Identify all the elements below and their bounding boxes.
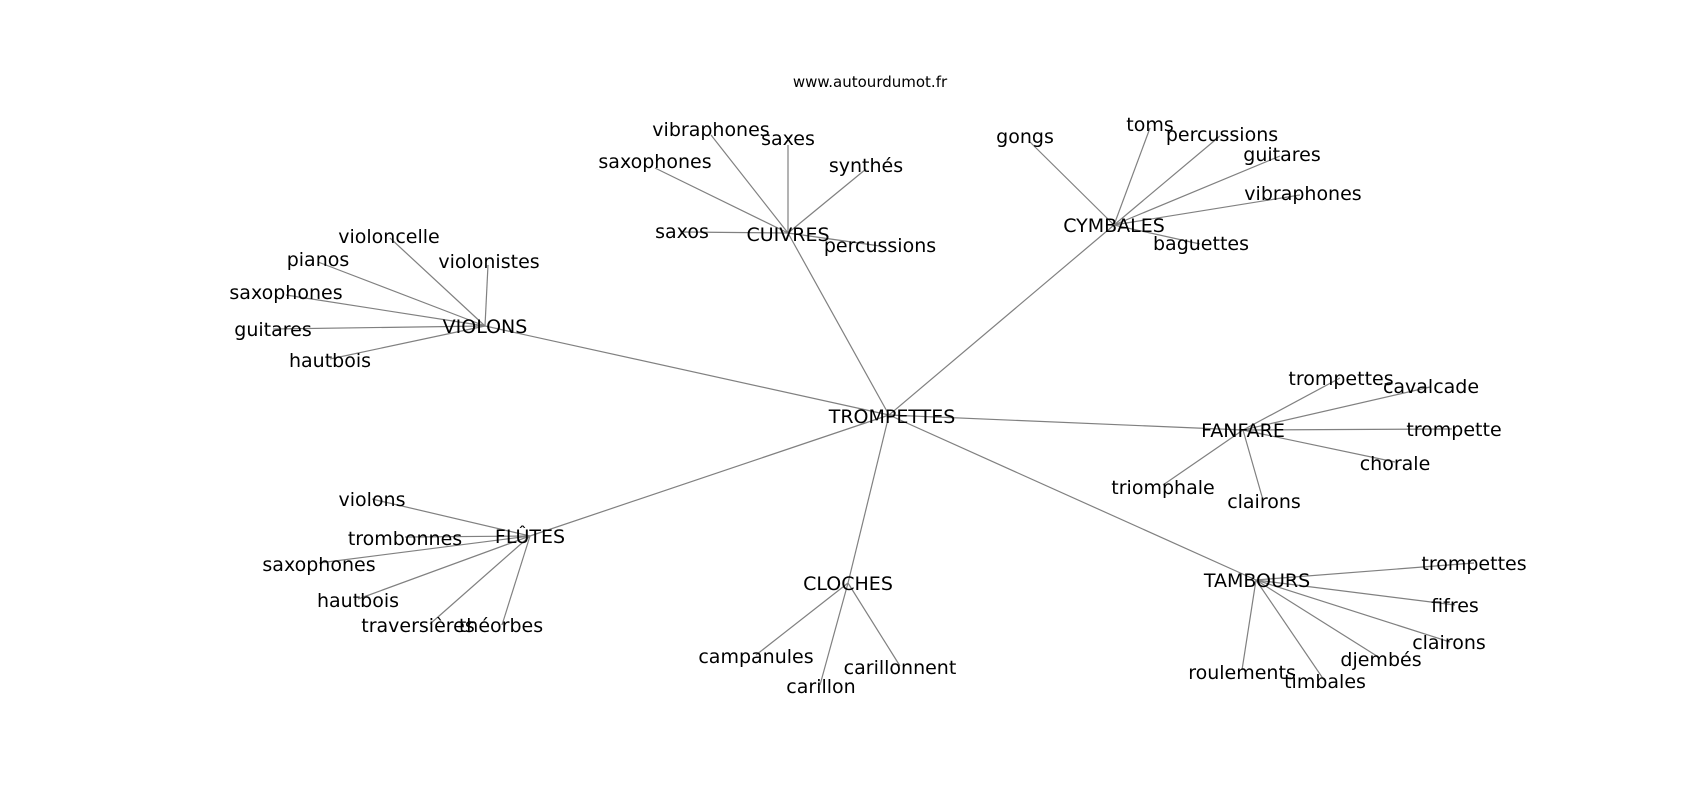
edge-cymbales-guitares <box>1113 155 1281 226</box>
site-credit: www.autourdumot.fr <box>793 73 948 91</box>
edge-violons-saxophones <box>285 294 486 327</box>
edge-fanfare-trompettes <box>1242 377 1341 431</box>
edge-cymbales-toms <box>1113 127 1151 226</box>
edge-cymbales-baguettes <box>1113 224 1201 245</box>
edge-fanfare-clairons <box>1242 429 1264 501</box>
node-hub-violons[interactable]: VIOLONS <box>443 316 528 338</box>
node-leaf-violons-saxophones[interactable]: saxophones <box>229 282 342 304</box>
edge-fanfare-trompette <box>1242 428 1453 431</box>
edge-center-flutes <box>529 414 890 537</box>
edge-center-cloches <box>847 414 890 584</box>
edge-violons-guitares <box>272 325 486 330</box>
node-leaf-violons-violonistes[interactable]: violonistes <box>438 251 539 273</box>
node-leaf-cymbales-gongs[interactable]: gongs <box>996 126 1054 148</box>
edge-cuivres-synthes <box>787 168 867 234</box>
edge-tambours-fifres <box>1255 579 1456 606</box>
edges-layer <box>272 127 1475 686</box>
edge-violons-violonistes <box>484 264 489 327</box>
node-hub-cuivres[interactable]: CUIVRES <box>746 224 829 246</box>
node-leaf-cloches-campanules[interactable]: campanules <box>698 646 813 668</box>
node-leaf-cuivres-synthes[interactable]: synthés <box>829 155 903 177</box>
edge-cymbales-gongs <box>1029 141 1115 226</box>
node-leaf-cymbales-baguettes[interactable]: baguettes <box>1153 233 1249 255</box>
node-leaf-cuivres-saxophones[interactable]: saxophones <box>598 151 711 173</box>
node-leaf-violons-hautbois[interactable]: hautbois <box>289 350 371 372</box>
node-hub-fanfare[interactable]: FANFARE <box>1201 420 1285 442</box>
node-hub-cymbales[interactable]: CYMBALES <box>1063 215 1165 237</box>
node-leaf-tambours-clairons[interactable]: clairons <box>1412 632 1486 654</box>
node-leaf-cymbales-guitares[interactable]: guitares <box>1243 144 1320 166</box>
node-leaf-tambours-roulements[interactable]: roulements <box>1188 662 1296 684</box>
edge-tambours-trompettes <box>1255 562 1475 581</box>
edge-flutes-theorbes <box>501 535 531 626</box>
node-leaf-flutes-violons[interactable]: violons <box>339 489 406 511</box>
node-leaf-tambours-trompettes[interactable]: trompettes <box>1421 553 1526 575</box>
edge-fanfare-chorale <box>1242 429 1396 463</box>
edge-cloches-campanules <box>755 582 849 656</box>
node-leaf-fanfare-clairons[interactable]: clairons <box>1227 491 1301 513</box>
node-leaf-tambours-fifres[interactable]: fifres <box>1431 595 1479 617</box>
edge-cloches-carillonnent <box>847 582 901 667</box>
edge-violons-hautbois <box>329 325 486 360</box>
node-leaf-cuivres-saxos[interactable]: saxos <box>655 221 709 243</box>
edge-fanfare-cavalcade <box>1242 386 1431 431</box>
node-center-trompettes[interactable]: TROMPETTES <box>828 406 956 428</box>
node-hub-cloches[interactable]: CLOCHES <box>803 573 893 595</box>
node-leaf-cuivres-vibraphones[interactable]: vibraphones <box>652 119 769 141</box>
edge-flutes-hautbois <box>357 535 531 600</box>
edge-flutes-trombonnes <box>404 535 531 538</box>
edge-tambours-timbales <box>1255 579 1325 681</box>
edge-violons-violoncelle <box>389 237 486 327</box>
edge-cloches-carillon <box>819 582 849 686</box>
node-leaf-cymbales-vibraphones[interactable]: vibraphones <box>1244 183 1361 205</box>
edge-tambours-clairons <box>1255 579 1451 643</box>
edge-tambours-roulements <box>1241 579 1257 671</box>
edge-cuivres-saxos <box>679 231 789 234</box>
node-leaf-fanfare-triomphale[interactable]: triomphale <box>1111 477 1214 499</box>
edge-cymbales-vibraphones <box>1113 194 1301 226</box>
node-hub-flutes[interactable]: FLÛTES <box>495 524 565 548</box>
node-leaf-fanfare-cavalcade[interactable]: cavalcade <box>1383 376 1479 398</box>
node-leaf-tambours-timbales[interactable]: timbales <box>1284 671 1366 693</box>
node-leaf-violons-violoncelle[interactable]: violoncelle <box>338 226 439 248</box>
node-leaf-fanfare-trompettes[interactable]: trompettes <box>1288 368 1393 390</box>
edge-violons-pianos <box>317 261 486 327</box>
edge-center-cuivres <box>787 232 890 416</box>
node-leaf-flutes-theorbes[interactable]: théorbes <box>459 615 543 637</box>
edge-cuivres-vibraphones <box>710 134 789 234</box>
node-leaf-flutes-saxophones[interactable]: saxophones <box>262 554 375 576</box>
labels-layer: TROMPETTESCUIVRESvibraphonessaxessynthés… <box>229 114 1526 698</box>
node-hub-tambours[interactable]: TAMBOURS <box>1203 570 1310 592</box>
node-leaf-flutes-traversieres[interactable]: traversières <box>361 615 475 637</box>
node-leaf-cymbales-toms[interactable]: toms <box>1126 114 1173 136</box>
edge-center-violons <box>484 325 890 416</box>
edge-fanfare-triomphale <box>1162 429 1244 486</box>
edge-cuivres-saxophones <box>654 167 789 234</box>
node-leaf-tambours-djembes[interactable]: djembés <box>1340 649 1421 671</box>
edge-cymbales-percussions <box>1113 135 1221 226</box>
edge-tambours-djembes <box>1255 579 1381 659</box>
node-leaf-violons-pianos[interactable]: pianos <box>287 249 350 271</box>
node-leaf-flutes-trombonnes[interactable]: trombonnes <box>348 528 462 550</box>
edge-center-cymbales <box>888 224 1115 416</box>
node-leaf-cloches-carillonnent[interactable]: carillonnent <box>844 657 957 679</box>
edge-center-fanfare <box>888 414 1244 431</box>
node-leaf-fanfare-trompette[interactable]: trompette <box>1406 419 1501 441</box>
edge-center-tambours <box>888 414 1257 581</box>
node-leaf-cuivres-percussions[interactable]: percussions <box>824 235 936 257</box>
node-leaf-violons-guitares[interactable]: guitares <box>234 319 311 341</box>
node-leaf-fanfare-chorale[interactable]: chorale <box>1360 453 1431 475</box>
edge-flutes-violons <box>371 498 531 537</box>
node-leaf-cymbales-percussions[interactable]: percussions <box>1166 124 1278 146</box>
edge-flutes-saxophones <box>318 535 531 564</box>
node-leaf-cloches-carillon[interactable]: carillon <box>786 676 855 698</box>
edge-cuivres-percussions <box>787 232 881 247</box>
edge-flutes-traversieres <box>429 535 531 625</box>
node-leaf-cuivres-saxes[interactable]: saxes <box>761 128 815 150</box>
node-leaf-flutes-hautbois[interactable]: hautbois <box>317 590 399 612</box>
